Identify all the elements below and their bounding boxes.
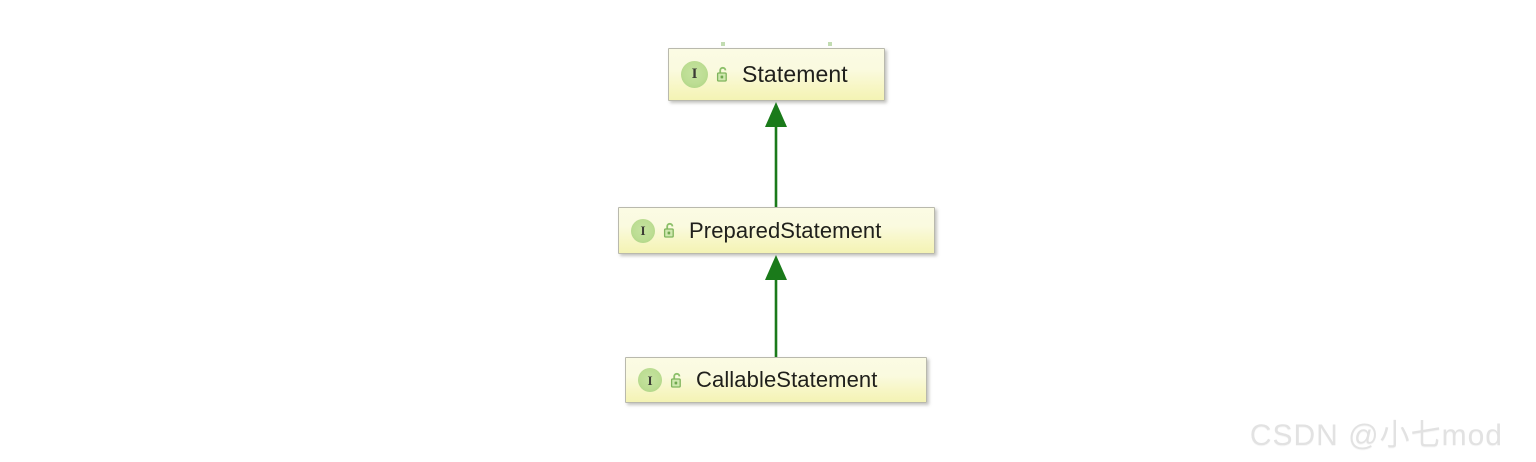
generalization-arrow-prepared-to-statement	[765, 102, 787, 207]
uml-node-label: PreparedStatement	[689, 217, 882, 243]
interface-icon: I	[631, 218, 655, 243]
generalization-arrow-callable-to-prepared	[765, 255, 787, 357]
connection-handle-left	[721, 42, 725, 46]
uml-node-statement[interactable]: I Statement	[668, 48, 885, 101]
uml-node-prepared-statement[interactable]: I PreparedStatement	[618, 207, 935, 254]
uml-node-callable-statement[interactable]: I CallableStatement	[625, 357, 927, 403]
open-padlock-icon	[670, 372, 686, 389]
uml-node-label: Statement	[742, 61, 848, 87]
interface-icon: I	[638, 368, 662, 392]
open-padlock-icon	[663, 222, 679, 239]
uml-node-label: CallableStatement	[696, 367, 878, 392]
connection-handle-right	[828, 42, 832, 46]
interface-icon: I	[681, 61, 708, 88]
watermark: CSDN @小七mod	[1249, 419, 1503, 452]
open-padlock-icon	[716, 66, 732, 83]
